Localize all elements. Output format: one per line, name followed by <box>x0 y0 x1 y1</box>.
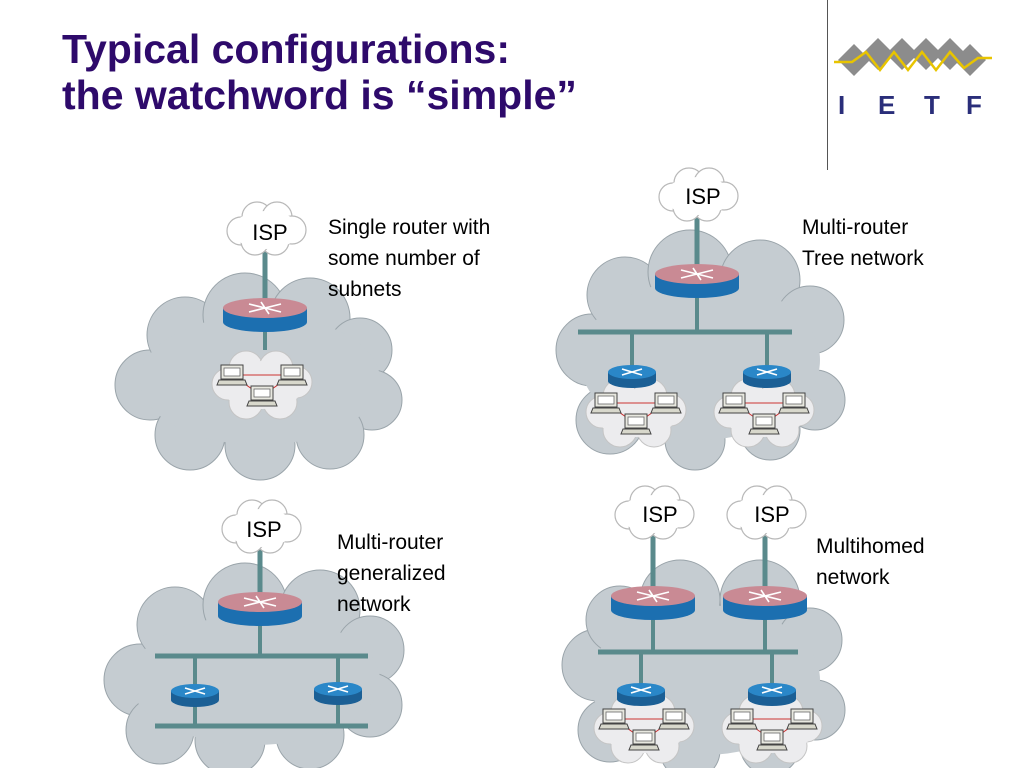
access-router-icon <box>616 682 666 707</box>
logo-letter-f: F <box>966 90 982 120</box>
title-line-2: the watchword is “simple” <box>62 72 577 119</box>
caption-line: Single router with <box>328 216 490 239</box>
caption-line: generalized <box>337 562 446 585</box>
caption-line: Tree network <box>802 247 924 270</box>
isp-label: ISP <box>252 220 287 245</box>
core-router-icon <box>610 585 696 621</box>
logo-letter-e: E <box>878 90 895 120</box>
access-router-icon <box>607 364 657 389</box>
access-router-icon <box>170 683 220 708</box>
divider-line <box>827 0 828 170</box>
caption-line: some number of <box>328 247 480 270</box>
isp-label: ISP <box>754 502 789 527</box>
config-single-router: ISP Single router with some number of su… <box>114 201 496 481</box>
isp-label: ISP <box>246 517 281 542</box>
core-router-icon <box>722 585 808 621</box>
access-router-icon <box>747 682 797 707</box>
config-multi-router-tree: ISP Multi-router Tree network <box>555 167 924 471</box>
access-router-icon <box>313 681 363 706</box>
logo-letter-i: I <box>838 90 845 120</box>
logo-letters: I E T F <box>838 90 982 120</box>
isp-label: ISP <box>685 184 720 209</box>
logo-zigzag <box>834 49 992 73</box>
access-router-icon <box>742 364 792 389</box>
caption-line: subnets <box>328 278 402 301</box>
caption-line: Multi-router <box>337 531 443 554</box>
config-caption: Multihomed network <box>816 535 930 589</box>
caption-line: network <box>337 593 411 616</box>
core-router-icon <box>217 591 303 627</box>
logo-letter-t: T <box>924 90 940 120</box>
config-multihomed: ISP ISP Multihomed network <box>561 485 930 768</box>
caption-line: network <box>816 566 890 589</box>
config-caption: Multi-router Tree network <box>802 216 924 270</box>
core-router-icon <box>222 297 308 333</box>
caption-line: Multihomed <box>816 535 925 558</box>
config-caption: Multi-router generalized network <box>337 531 451 616</box>
slide-title: Typical configurations: the watchword is… <box>62 26 577 119</box>
config-caption: Single router with some number of subnet… <box>328 216 496 301</box>
isp-label: ISP <box>642 502 677 527</box>
ietf-logo: I E T F <box>834 38 992 120</box>
config-multi-router-generalized: ISP Multi-router generalized network <box>103 499 451 768</box>
enterprise-cloud <box>103 562 405 768</box>
caption-line: Multi-router <box>802 216 908 239</box>
title-line-1: Typical configurations: <box>62 26 510 72</box>
core-router-icon <box>654 263 740 299</box>
